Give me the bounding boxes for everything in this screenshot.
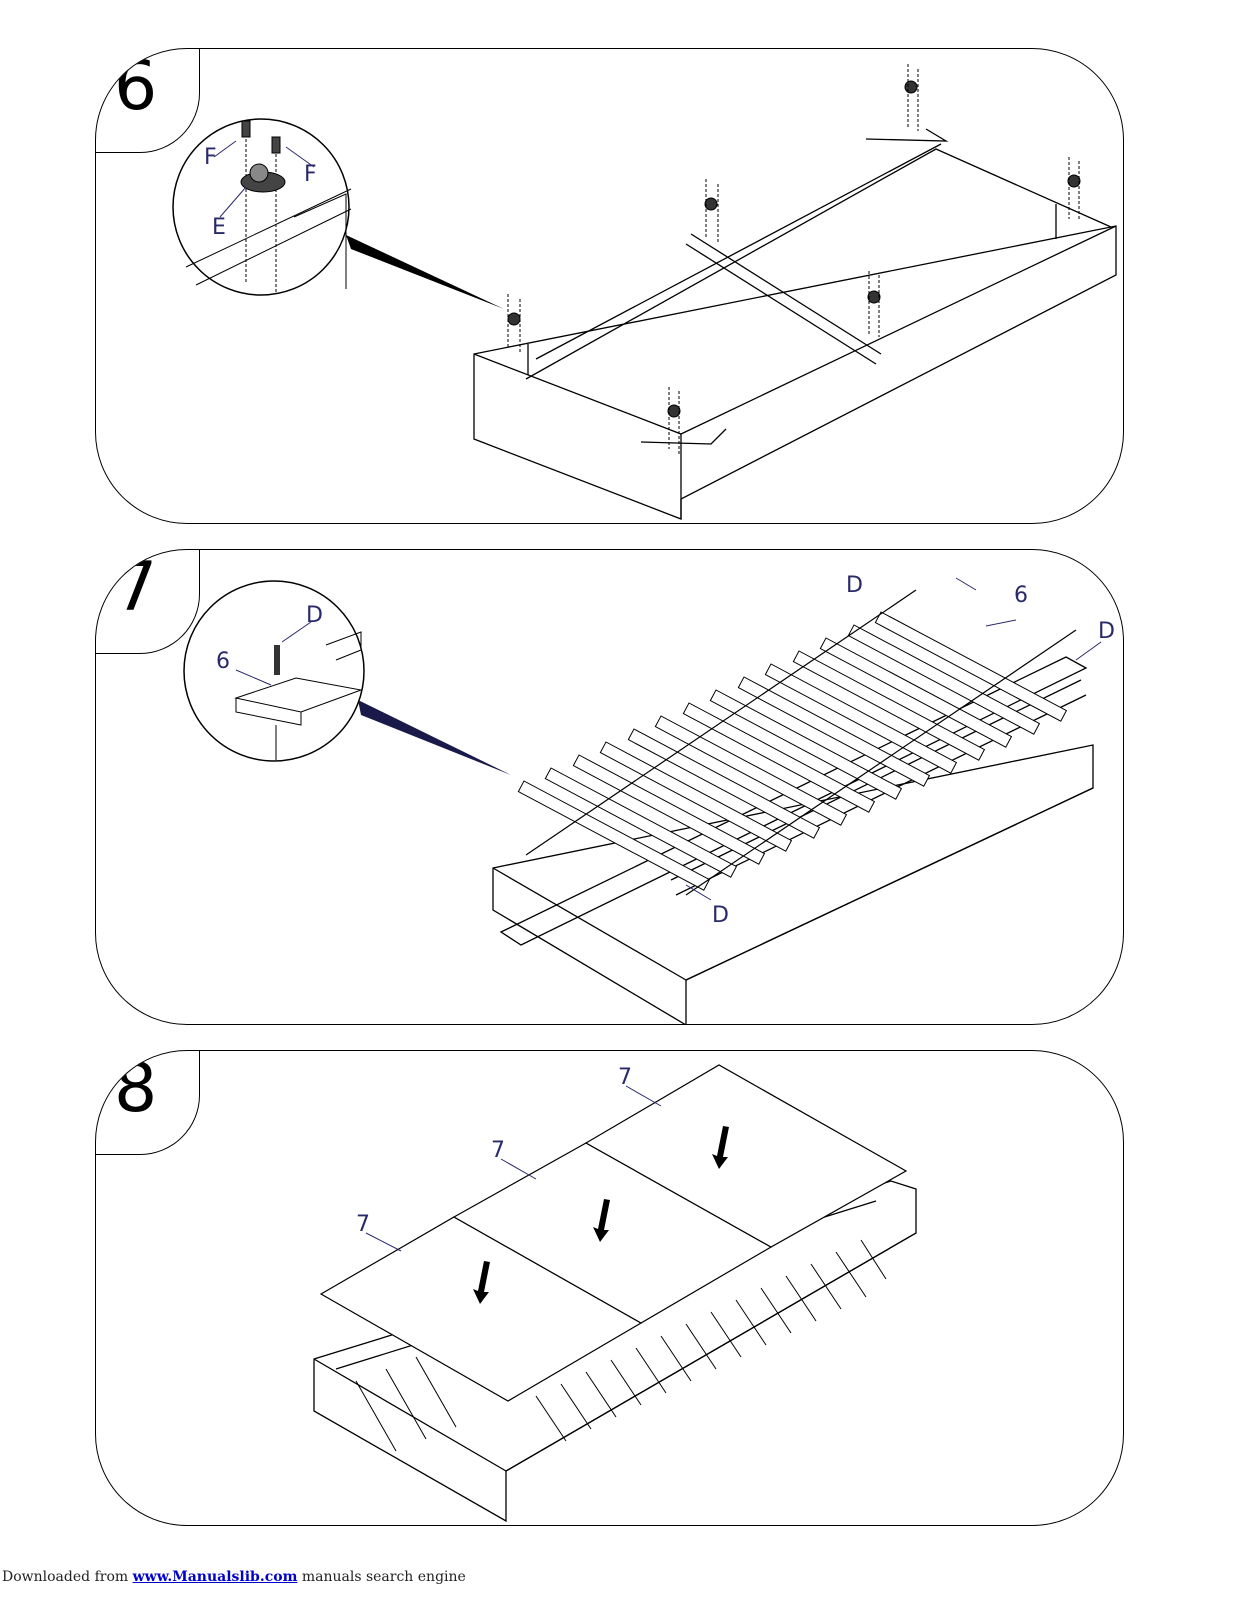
panel-label-2: 7 [491,1138,505,1163]
step-6-panel: 6 [95,48,1124,524]
label-e: E [212,215,226,240]
caster-wheel [704,197,718,211]
caster-wheel [1067,174,1081,188]
label-f-left: F [204,145,217,170]
slats [517,611,1068,891]
step-6-diagram: F F E [172,64,1117,520]
detail-circle [172,118,350,296]
down-arrows [473,1126,729,1304]
detail-label-6: 6 [216,649,230,674]
step-7-number: 7 [114,549,158,627]
step-8-number: 8 [114,1050,158,1128]
footer: Downloaded from www.Manualslib.com manua… [2,1569,466,1585]
step-6-number: 6 [114,48,158,126]
visible-slats [355,1239,887,1452]
step-7-panel: 7 [95,549,1124,1025]
zoom-pointer [358,700,511,775]
label-d-bottom: D [712,903,729,928]
label-f-right: F [304,162,317,187]
step-8-diagram: 7 7 7 [313,1064,917,1523]
footer-suffix: manuals search engine [297,1569,466,1585]
screw-d [274,645,280,675]
caster-wheel [507,312,521,326]
detail-label-d: D [306,603,323,628]
panel-label-3: 7 [618,1065,632,1090]
caster-wheel [904,80,918,94]
bed-frame-outline [473,225,1117,520]
label-6-top: 6 [1014,583,1028,608]
caster-wheel [867,290,881,304]
footer-prefix: Downloaded from [2,1569,133,1585]
label-d-right: D [1098,619,1115,644]
step-7-diagram: D 6 D 6 D D [183,573,1115,1024]
step-8-panel: 8 [95,1050,1124,1526]
caster-wheel [667,404,681,418]
zoom-pointer [346,235,504,309]
mattress-panel-3 [584,1064,908,1248]
panel-label-1: 7 [356,1212,370,1237]
bed-frame-top-edge [473,225,1117,435]
manualslib-link[interactable]: www.Manualslib.com [132,1569,298,1585]
label-d-top: D [846,573,863,598]
